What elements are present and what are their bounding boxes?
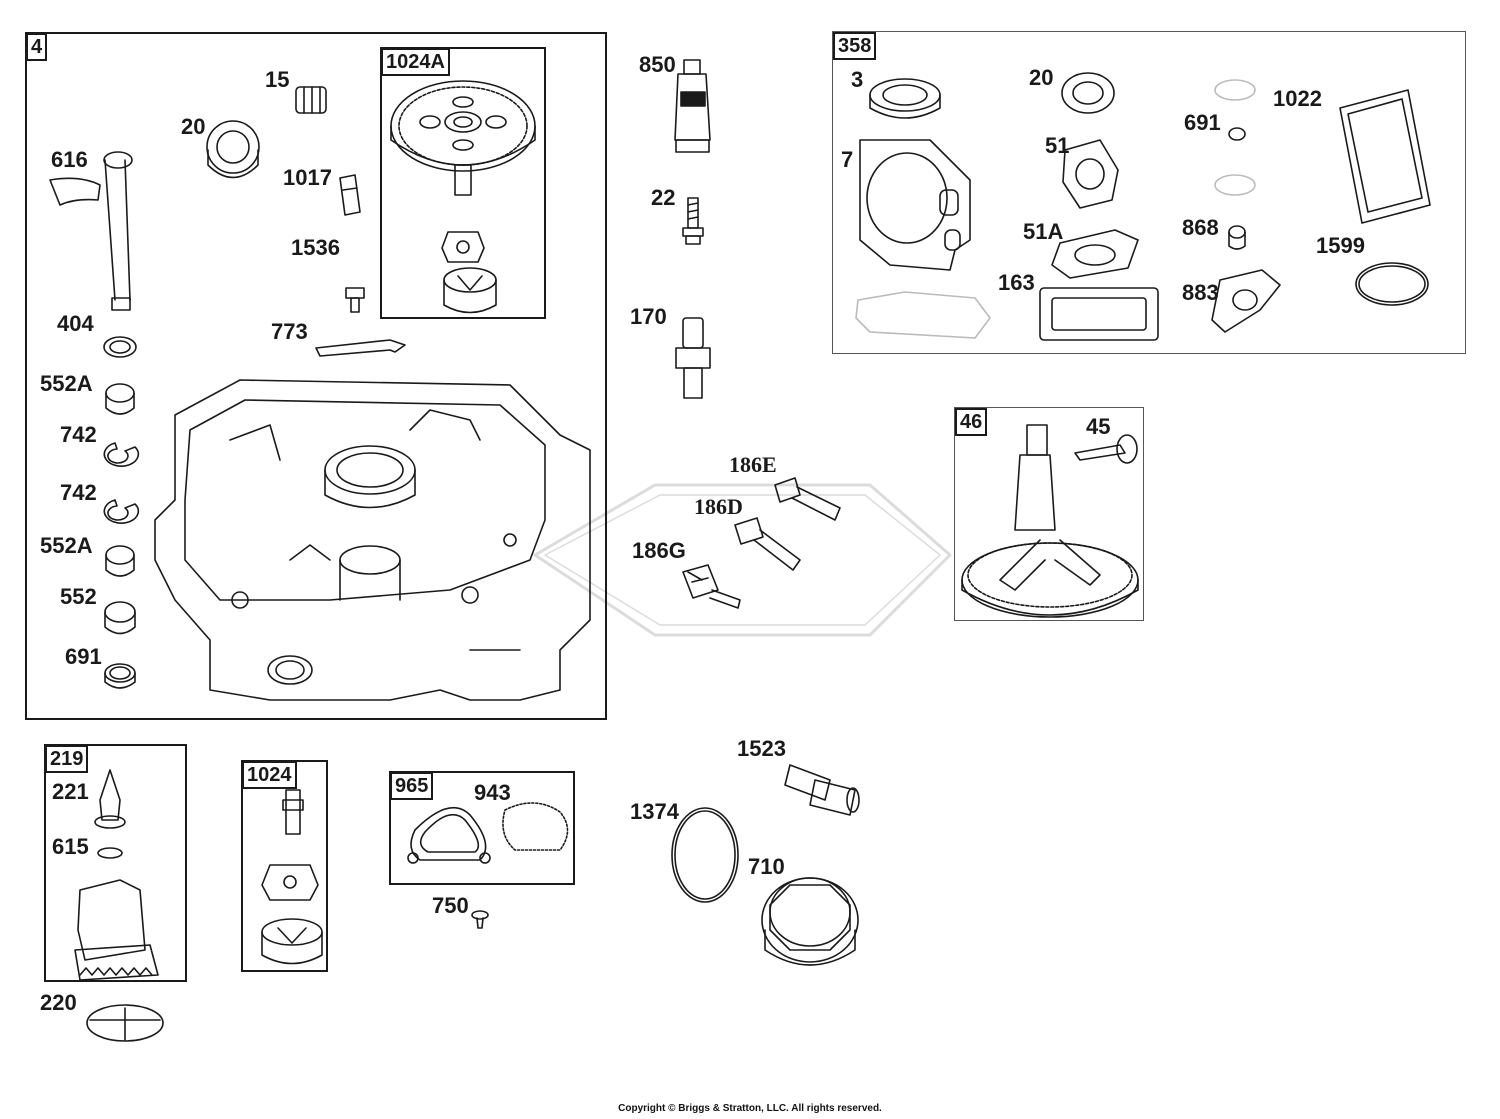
group-1024-label[interactable]: 1024	[242, 761, 297, 789]
part-label-710[interactable]: 710	[748, 854, 785, 879]
bearing-20-icon	[206, 120, 260, 179]
part-label-51A[interactable]: 51A	[1023, 219, 1064, 244]
watermark-logo	[533, 483, 952, 637]
crankcase-sump-icon	[154, 379, 591, 701]
group-4-frame	[25, 32, 607, 720]
plug-15-icon	[295, 86, 327, 114]
oil-filter-adapter-965-icon	[407, 802, 569, 864]
part-label-170[interactable]: 170	[630, 304, 667, 329]
part-label-15[interactable]: 15	[265, 67, 290, 92]
part-label-691[interactable]: 691	[65, 644, 102, 669]
part-label-616[interactable]: 616	[51, 147, 88, 172]
group-1024A-label[interactable]: 1024A	[381, 48, 450, 76]
seal-rings-icon	[103, 336, 140, 689]
bolt-22-icon	[682, 197, 704, 245]
valve-guide-186D-icon	[734, 517, 801, 571]
part-label-883[interactable]: 883	[1182, 280, 1219, 305]
part-label-20[interactable]: 20	[1029, 65, 1054, 90]
part-label-186D[interactable]: 186D	[694, 494, 743, 519]
part-label-850[interactable]: 850	[639, 52, 676, 77]
governor-gear-1024A-icon	[390, 80, 536, 196]
group-965-frame	[389, 771, 575, 885]
sealant-tube-850-icon	[674, 59, 711, 153]
part-label-773[interactable]: 773	[271, 319, 308, 344]
part-label-1599[interactable]: 1599	[1316, 233, 1365, 258]
part-label-742[interactable]: 742	[60, 422, 97, 447]
oil-filter-nipple-1523-icon	[784, 764, 860, 816]
part-label-163[interactable]: 163	[998, 270, 1035, 295]
part-label-186E[interactable]: 186E	[729, 452, 777, 477]
oil-pump-rotor-icon	[441, 231, 497, 314]
part-label-552[interactable]: 552	[60, 584, 97, 609]
group-219-label[interactable]: 219	[45, 745, 89, 773]
copyright-notice: Copyright © Briggs & Stratton, LLC. All …	[618, 1103, 882, 1114]
part-label-1536[interactable]: 1536	[291, 235, 340, 260]
valve-guide-186E-icon	[774, 477, 841, 521]
part-label-552A[interactable]: 552A	[40, 371, 93, 396]
camshaft-46-icon	[961, 424, 1139, 618]
part-label-186G[interactable]: 186G	[632, 538, 686, 563]
part-label-22[interactable]: 22	[651, 185, 676, 210]
governor-assembly-219-icon	[74, 769, 159, 981]
part-label-1523[interactable]: 1523	[737, 736, 786, 761]
oil-filter-710-icon	[761, 877, 859, 966]
bolt-1536-icon	[345, 287, 365, 313]
group-219-frame	[44, 744, 187, 982]
part-label-943[interactable]: 943	[474, 780, 511, 805]
screw-750-icon	[471, 910, 489, 929]
part-label-615[interactable]: 615	[52, 834, 89, 859]
group-358-frame	[832, 31, 1466, 354]
part-label-750[interactable]: 750	[432, 893, 469, 918]
part-label-691[interactable]: 691	[1184, 110, 1221, 135]
part-label-221[interactable]: 221	[52, 779, 89, 804]
part-1017-icon	[339, 174, 361, 216]
group-1024A-frame	[380, 47, 546, 319]
stud-170-icon	[675, 317, 711, 399]
o-ring-1374-icon	[671, 807, 739, 903]
part-label-1374[interactable]: 1374	[630, 799, 679, 824]
part-label-404[interactable]: 404	[57, 311, 94, 336]
oil-pump-1024-icon	[261, 789, 323, 965]
part-label-220[interactable]: 220	[40, 990, 77, 1015]
part-label-742[interactable]: 742	[60, 480, 97, 505]
sensor-186G-icon	[682, 564, 741, 609]
group-1024-frame	[241, 760, 328, 972]
part-label-1022[interactable]: 1022	[1273, 86, 1322, 111]
part-label-868[interactable]: 868	[1182, 215, 1219, 240]
part-label-1017[interactable]: 1017	[283, 165, 332, 190]
group-965-label[interactable]: 965	[390, 772, 434, 800]
governor-shaft-616-icon	[49, 151, 133, 311]
part-label-552A[interactable]: 552A	[40, 533, 93, 558]
part-label-3[interactable]: 3	[851, 67, 864, 92]
part-label-45[interactable]: 45	[1086, 414, 1111, 439]
bracket-773-icon	[315, 339, 406, 357]
part-label-20[interactable]: 20	[181, 114, 206, 139]
group-358-label[interactable]: 358	[833, 32, 877, 60]
group-4-label[interactable]: 4	[26, 33, 48, 61]
group-46-label[interactable]: 46	[955, 408, 988, 436]
part-label-51[interactable]: 51	[1045, 133, 1070, 158]
part-label-7[interactable]: 7	[841, 147, 854, 172]
group-46-frame	[954, 407, 1144, 621]
gasket-set-358-icon	[855, 72, 1431, 341]
part-220-icon	[86, 1004, 164, 1042]
